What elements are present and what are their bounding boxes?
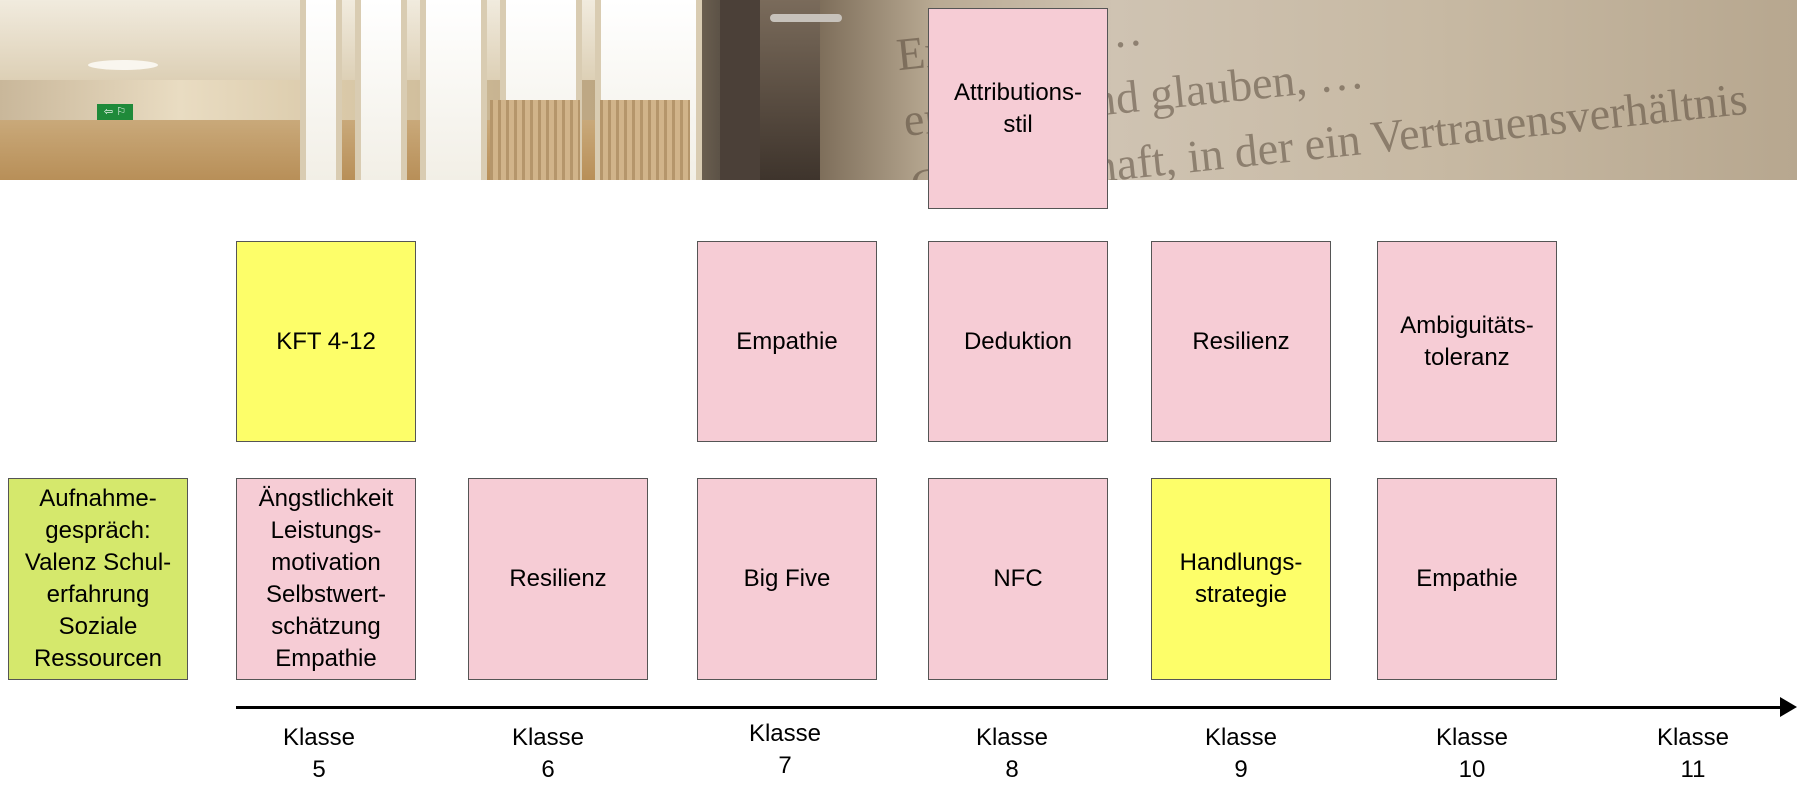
hallway-window — [300, 0, 342, 180]
box-empathie-klasse10: Empathie — [1377, 478, 1557, 680]
exit-sign-icon: ⇦ ⚐ — [97, 104, 133, 120]
timeline-axis — [236, 706, 1782, 709]
box-nfc: NFC — [928, 478, 1108, 680]
timeline-label-klasse-6: Klasse 6 — [511, 724, 585, 783]
timeline-label-klasse-8: Klasse 8 — [975, 724, 1049, 783]
box-kft: KFT 4-12 — [236, 241, 416, 442]
box-empathie-klasse7: Empathie — [697, 241, 877, 442]
hallway-floor — [0, 120, 700, 180]
box-deduktion: Deduktion — [928, 241, 1108, 442]
hallway-window — [355, 0, 407, 180]
door-glass — [760, 0, 820, 180]
door-handle-icon — [770, 14, 842, 22]
timeline-label-klasse-5: Klasse 5 — [282, 724, 356, 783]
box-aengstlichkeit: Ängstlichkeit Leistungs- motivation Selb… — [236, 478, 416, 680]
box-resilienz-klasse6: Resilienz — [468, 478, 648, 680]
timeline-arrow-icon — [1780, 697, 1797, 717]
radiator — [490, 100, 580, 180]
timeline-label-klasse-7: Klasse 7 — [748, 720, 822, 779]
timeline-label-klasse-9: Klasse 9 — [1204, 724, 1278, 783]
timeline-label-klasse-10: Klasse 10 — [1435, 724, 1509, 783]
timeline-label-klasse-11: Klasse 11 — [1656, 724, 1730, 783]
box-big-five: Big Five — [697, 478, 877, 680]
radiator — [600, 100, 690, 180]
header-photo: ⇦ ⚐ Erziehung … erziehen und glauben, … … — [0, 0, 1797, 180]
hallway-window — [420, 0, 487, 180]
box-aufnahmegespraech: Aufnahme- gespräch: Valenz Schul- erfahr… — [8, 478, 188, 680]
box-ambiguitaetstoleranz: Ambiguitäts- toleranz — [1377, 241, 1557, 442]
ceiling-lamp — [88, 60, 158, 70]
box-resilienz-klasse9: Resilienz — [1151, 241, 1331, 442]
door-frame — [720, 0, 760, 180]
box-attributionsstil: Attributions- stil — [928, 8, 1108, 209]
box-handlungsstrategie: Handlungs- strategie — [1151, 478, 1331, 680]
